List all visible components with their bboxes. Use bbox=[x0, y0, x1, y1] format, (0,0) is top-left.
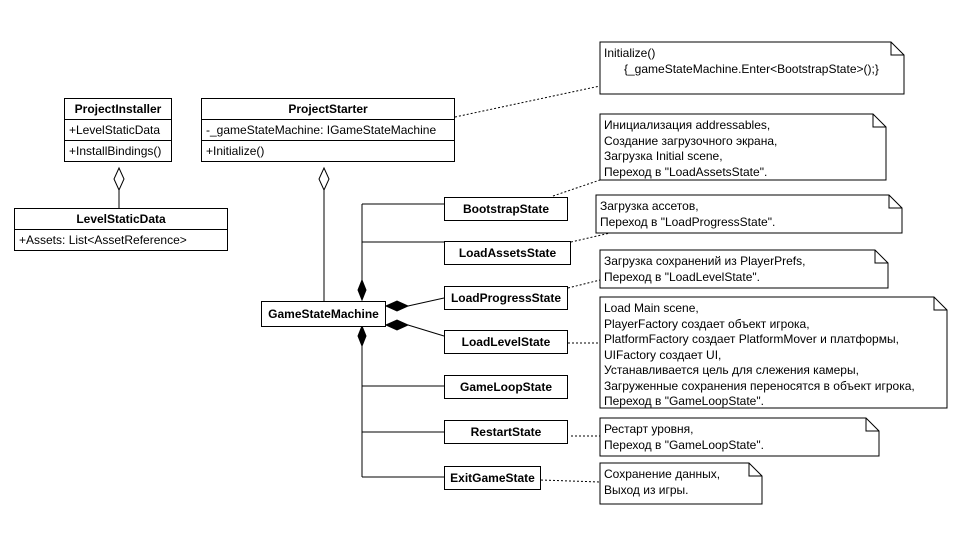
anchor-bootstrap-note bbox=[552, 179, 601, 197]
class-name: ProjectStarter bbox=[202, 99, 454, 120]
note-frame-bootstrap bbox=[599, 113, 887, 181]
class-method: +Initialize() bbox=[206, 144, 265, 158]
note-frame-load-assets bbox=[595, 194, 903, 234]
note-bootstrap: Инициализация addressables, Создание заг… bbox=[604, 118, 778, 179]
state-load-assets: LoadAssetsState bbox=[444, 241, 571, 265]
state-exit-game: ExitGameState bbox=[444, 466, 541, 490]
class-attribute: +LevelStaticData bbox=[65, 120, 171, 141]
note-frame-load-progress bbox=[599, 249, 889, 289]
composition-diamond-progress bbox=[384, 300, 410, 312]
class-attribute: -_gameStateMachine: IGameStateMachine bbox=[202, 120, 454, 141]
note-fold-restart bbox=[865, 418, 879, 432]
note-restart: Рестарт уровня, Переход в "GameLoopState… bbox=[604, 422, 764, 452]
class-project-starter: ProjectStarter -_gameStateMachine: IGame… bbox=[201, 98, 455, 162]
note-fold-bootstrap bbox=[872, 114, 886, 128]
note-load-progress: Загрузка сохранений из PlayerPrefs, Пере… bbox=[604, 254, 806, 284]
note-fold-load-level bbox=[933, 297, 947, 311]
class-game-state-machine: GameStateMachine bbox=[261, 301, 386, 327]
composition-diamond-up bbox=[357, 278, 367, 302]
note-load-assets: Загрузка ассетов, Переход в "LoadProgres… bbox=[600, 199, 776, 229]
state-load-level: LoadLevelState bbox=[444, 330, 568, 354]
note-exit: Сохранение данных, Выход из игры. bbox=[604, 467, 721, 497]
note-frame-exit bbox=[599, 462, 763, 505]
note-load-level: Load Main scene, PlayerFactory создает о… bbox=[604, 301, 915, 408]
class-attribute: +Assets: List<AssetReference> bbox=[19, 233, 187, 247]
note-fold-exit bbox=[748, 463, 762, 477]
state-game-loop: GameLoopState bbox=[444, 375, 568, 399]
note-frame-load-level bbox=[599, 296, 948, 409]
composition-diamond-down bbox=[357, 324, 367, 348]
composition-diamond-level bbox=[384, 319, 410, 331]
note-fold-load-progress bbox=[874, 250, 888, 264]
class-method: +InstallBindings() bbox=[69, 144, 162, 158]
note-fold-load-assets bbox=[888, 195, 902, 209]
anchor-exit-note bbox=[540, 479, 601, 483]
class-name: LevelStaticData bbox=[15, 209, 227, 230]
anchor-initialize-note bbox=[454, 85, 601, 118]
aggregation-diamond-starter bbox=[318, 166, 330, 192]
class-level-static-data: LevelStaticData +Assets: List<AssetRefer… bbox=[14, 208, 228, 251]
aggregation-diamond-installer bbox=[113, 166, 125, 192]
anchor-load-progress-note bbox=[567, 279, 601, 289]
branch-load-level bbox=[407, 324, 445, 337]
note-frame-restart bbox=[599, 417, 880, 457]
note-frame-initialize bbox=[599, 41, 905, 95]
state-restart: RestartState bbox=[444, 420, 568, 444]
anchor-load-assets-note bbox=[570, 232, 611, 243]
note-initialize: Initialize() {_gameStateMachine.Enter<Bo… bbox=[604, 46, 879, 76]
state-bootstrap: BootstrapState bbox=[444, 197, 568, 221]
class-name: ProjectInstaller bbox=[65, 99, 171, 120]
class-project-installer: ProjectInstaller +LevelStaticData +Insta… bbox=[64, 98, 172, 162]
branch-load-progress bbox=[407, 297, 445, 307]
note-fold-initialize bbox=[890, 42, 904, 56]
state-load-progress: LoadProgressState bbox=[444, 286, 568, 310]
